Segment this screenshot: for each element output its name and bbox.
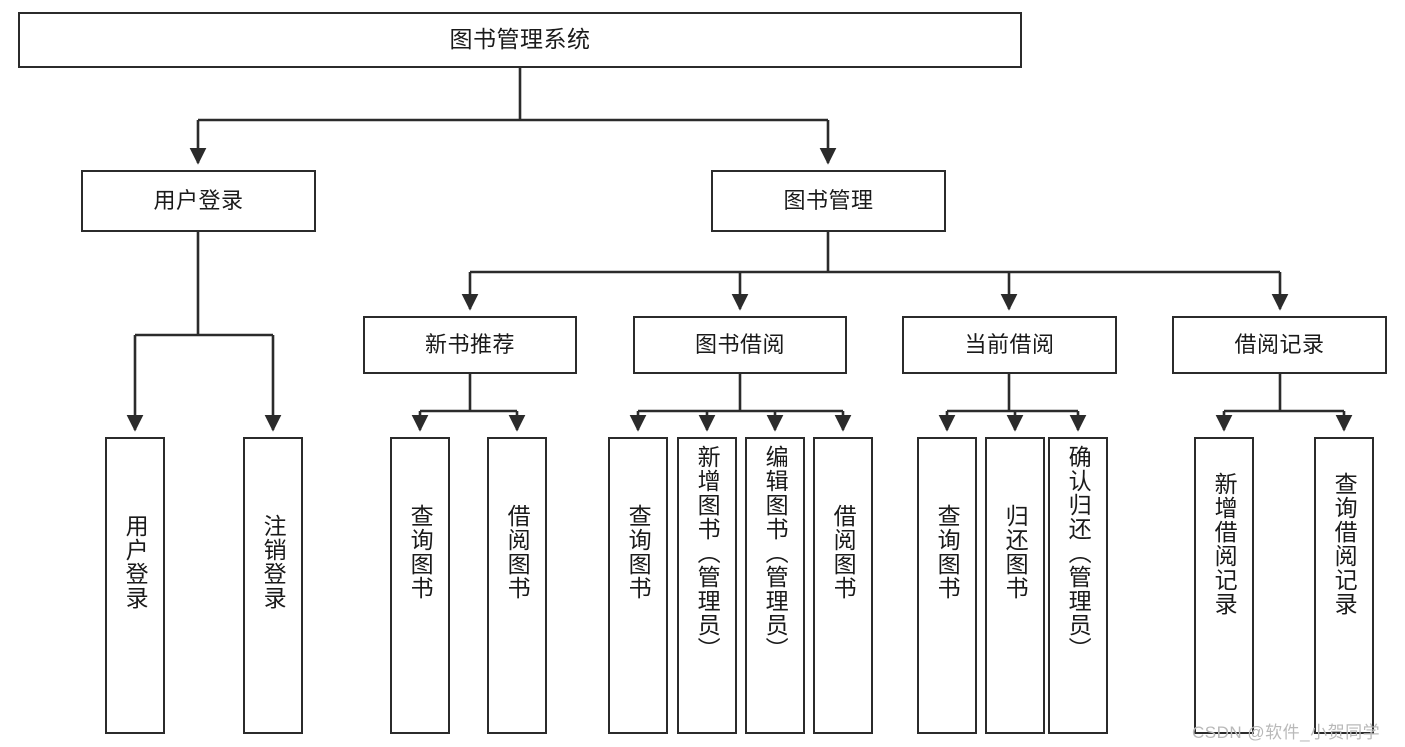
node-new-book-rec-label: 新书推荐 bbox=[424, 332, 515, 358]
node-leaf-user-login-label: 用户登录 bbox=[122, 514, 149, 610]
node-leaf-borrow-query[interactable]: 查询图书 bbox=[608, 437, 668, 734]
node-book-manage-label: 图书管理 bbox=[783, 188, 874, 214]
node-leaf-rec-query[interactable]: 查询图书 bbox=[390, 437, 450, 734]
node-book-manage[interactable]: 图书管理 bbox=[711, 170, 946, 232]
node-leaf-rec-add-label: 新增借阅记录 bbox=[1211, 472, 1238, 616]
node-root-label: 图书管理系统 bbox=[449, 26, 591, 53]
node-leaf-borrow-add-label: 新增图书（管理员） bbox=[694, 445, 721, 661]
node-current-borrow[interactable]: 当前借阅 bbox=[902, 316, 1117, 374]
node-leaf-rec-search-label: 查询借阅记录 bbox=[1331, 472, 1358, 616]
node-leaf-cur-confirm[interactable]: 确认归还（管理员） bbox=[1048, 437, 1108, 734]
node-borrow-record[interactable]: 借阅记录 bbox=[1172, 316, 1387, 374]
node-leaf-borrow-lend[interactable]: 借阅图书 bbox=[813, 437, 873, 734]
node-new-book-rec[interactable]: 新书推荐 bbox=[363, 316, 577, 374]
node-leaf-cur-query[interactable]: 查询图书 bbox=[917, 437, 977, 734]
node-leaf-borrow-edit[interactable]: 编辑图书（管理员） bbox=[745, 437, 805, 734]
node-leaf-rec-add[interactable]: 新增借阅记录 bbox=[1194, 437, 1254, 734]
node-leaf-borrow-add[interactable]: 新增图书（管理员） bbox=[677, 437, 737, 734]
node-leaf-cur-confirm-label: 确认归还（管理员） bbox=[1065, 445, 1092, 661]
node-leaf-user-logout-label: 注销登录 bbox=[260, 514, 287, 610]
node-leaf-borrow-query-label: 查询图书 bbox=[625, 504, 652, 600]
node-leaf-cur-query-label: 查询图书 bbox=[934, 504, 961, 600]
node-leaf-borrow-edit-label: 编辑图书（管理员） bbox=[762, 445, 789, 661]
node-leaf-rec-borrow-label: 借阅图书 bbox=[504, 504, 531, 600]
node-book-borrow[interactable]: 图书借阅 bbox=[633, 316, 847, 374]
node-leaf-user-logout[interactable]: 注销登录 bbox=[243, 437, 303, 734]
node-leaf-borrow-lend-label: 借阅图书 bbox=[830, 504, 857, 600]
node-leaf-cur-return[interactable]: 归还图书 bbox=[985, 437, 1045, 734]
node-user-login[interactable]: 用户登录 bbox=[81, 170, 316, 232]
node-root[interactable]: 图书管理系统 bbox=[18, 12, 1022, 68]
node-book-borrow-label: 图书借阅 bbox=[694, 332, 785, 358]
node-leaf-rec-borrow[interactable]: 借阅图书 bbox=[487, 437, 547, 734]
node-leaf-cur-return-label: 归还图书 bbox=[1002, 504, 1029, 600]
node-current-borrow-label: 当前借阅 bbox=[964, 332, 1055, 358]
node-borrow-record-label: 借阅记录 bbox=[1234, 332, 1325, 358]
node-leaf-user-login[interactable]: 用户登录 bbox=[105, 437, 165, 734]
node-leaf-rec-query-label: 查询图书 bbox=[407, 504, 434, 600]
node-user-login-label: 用户登录 bbox=[153, 188, 244, 214]
node-leaf-rec-search[interactable]: 查询借阅记录 bbox=[1314, 437, 1374, 734]
